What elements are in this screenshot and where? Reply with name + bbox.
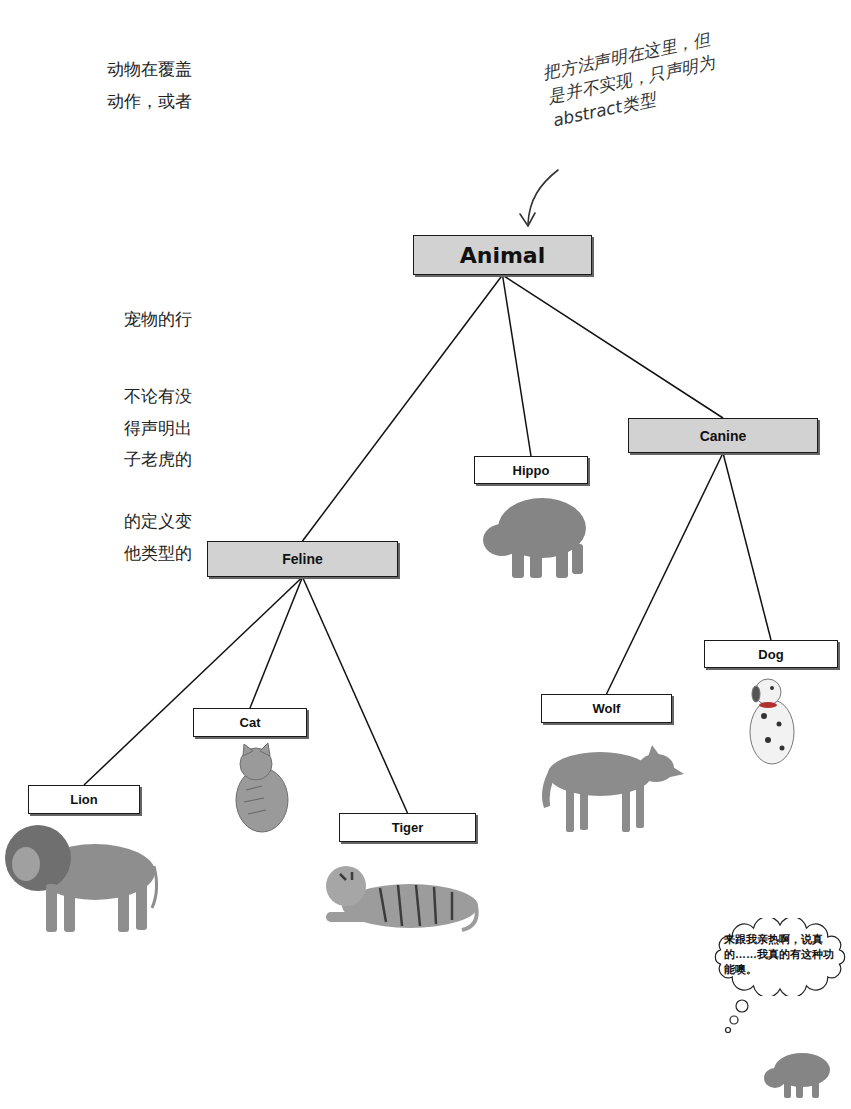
cat-ear — [260, 743, 270, 756]
arrow-shaft — [528, 170, 558, 224]
hippo-head — [764, 1068, 786, 1088]
lion-mane — [5, 825, 71, 891]
hippo-leg — [512, 546, 524, 578]
body-text-fragment: 的定义变 — [124, 510, 192, 533]
lion-leg — [46, 884, 57, 932]
wolf-tail — [542, 768, 556, 808]
dog-body — [750, 700, 794, 764]
class-box: Feline — [207, 541, 398, 577]
dog-collar — [759, 702, 777, 708]
class-box: Lion — [28, 785, 140, 814]
tiger-tail — [462, 906, 477, 930]
inheritance-line — [250, 577, 303, 708]
lion-leg — [64, 886, 75, 932]
bubble-tail — [726, 1000, 749, 1033]
small-hippo-figure — [764, 1053, 830, 1098]
dog-ear — [752, 686, 760, 702]
hippo-figure — [483, 498, 586, 578]
class-name: Dog — [758, 647, 783, 662]
annotation-arrow — [520, 170, 558, 226]
inheritance-line — [503, 275, 532, 456]
handwritten-note: 把方法声明在这里，但 是并不实现，只声明为 abstract类型 — [541, 19, 763, 133]
cat-figure — [236, 743, 288, 832]
bubble-text: 来跟我亲热啊，说真 的……我真的有这种功 能噢。 — [724, 932, 836, 977]
lion-figure — [5, 825, 157, 932]
wolf-ear — [648, 745, 660, 757]
body-text-fragment: 他类型的 — [124, 542, 192, 565]
spot — [761, 713, 767, 719]
cat-stripes — [244, 786, 266, 814]
lion-tail — [152, 866, 157, 908]
lion-leg — [118, 884, 129, 932]
wolf-leg — [566, 786, 574, 832]
tiger-figure — [326, 866, 478, 930]
hippo-leg — [530, 548, 542, 578]
hippo-leg — [556, 546, 568, 578]
class-name: Hippo — [513, 463, 550, 478]
class-name: Cat — [240, 715, 261, 730]
tiger-paw — [326, 912, 370, 922]
class-box: Animal — [413, 235, 592, 275]
spot — [765, 737, 771, 743]
class-name: Feline — [282, 551, 322, 567]
class-name: Animal — [460, 243, 546, 268]
inheritance-line — [503, 275, 724, 418]
hippo-leg — [572, 544, 583, 574]
spot — [770, 686, 774, 690]
class-box: Wolf — [541, 694, 672, 723]
class-box: Canine — [628, 418, 818, 453]
arrow-head — [520, 213, 535, 226]
lion-leg — [136, 880, 147, 930]
tail-dot — [736, 1000, 748, 1012]
hippo-leg — [812, 1080, 819, 1098]
cloud-path — [715, 918, 844, 996]
body-text-fragment: 不论有没 — [124, 385, 192, 408]
thought-bubble: 来跟我亲热啊，说真 的……我真的有这种功 能噢。 — [712, 918, 848, 996]
wolf-figure — [542, 745, 684, 832]
wolf-snout — [666, 764, 684, 778]
dog-figure — [750, 679, 794, 764]
class-name: Canine — [700, 428, 747, 444]
spot — [780, 746, 785, 751]
hippo-ear — [503, 518, 513, 526]
class-box: Hippo — [474, 456, 588, 484]
body-text-fragment: 动作，或者 — [107, 90, 192, 113]
dog-spots — [761, 686, 785, 751]
inheritance-line — [723, 453, 771, 640]
wolf-leg — [580, 788, 588, 830]
tail-dot — [726, 1028, 731, 1033]
hippo-leg — [796, 1082, 803, 1098]
inheritance-line — [303, 275, 503, 541]
class-name: Wolf — [593, 701, 621, 716]
body-text-fragment: 宠物的行 — [124, 308, 192, 331]
lion-face — [12, 847, 40, 881]
tail-dot — [730, 1016, 738, 1024]
wolf-leg — [622, 786, 630, 832]
wolf-leg — [636, 784, 644, 828]
body-text-fragment: 动物在覆盖 — [107, 58, 192, 81]
inheritance-line — [303, 577, 408, 813]
class-box: Tiger — [339, 813, 476, 842]
class-box: Dog — [704, 640, 838, 668]
cat-ear — [243, 744, 253, 756]
spot — [777, 722, 782, 727]
tiger-stripes — [340, 872, 452, 926]
class-box: Cat — [193, 708, 307, 737]
tiger-head — [326, 866, 366, 906]
body-text-fragment: 子老虎的 — [124, 448, 192, 471]
body-text-fragment: 得声明出 — [124, 417, 192, 440]
hippo-leg — [784, 1080, 791, 1098]
inheritance-line — [84, 577, 303, 785]
class-name: Lion — [70, 792, 97, 807]
class-name: Tiger — [392, 820, 424, 835]
